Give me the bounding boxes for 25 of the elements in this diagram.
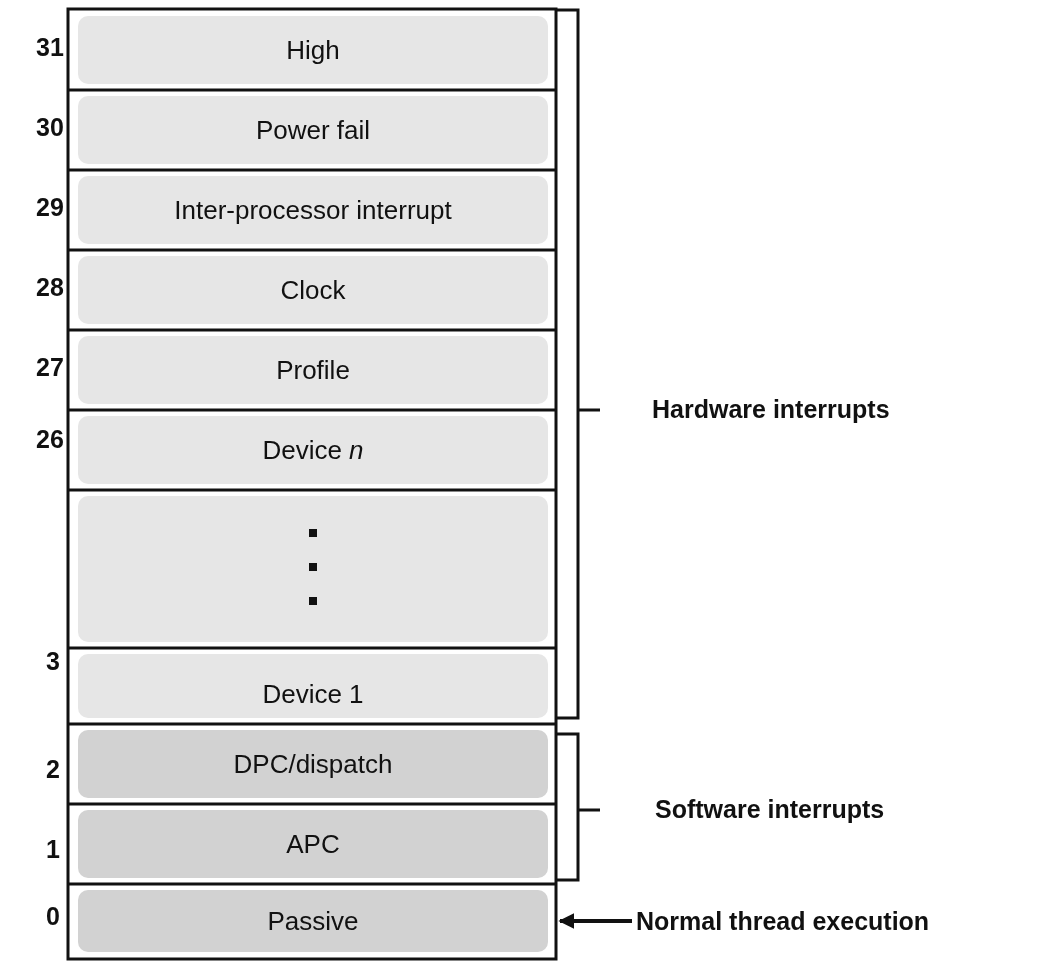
- level-number: 26: [36, 427, 64, 452]
- level-number: 28: [36, 275, 64, 300]
- level-box: Profile: [78, 336, 548, 404]
- level-number: 31: [36, 35, 64, 60]
- level-number: 1: [46, 837, 60, 862]
- group-label: Software interrupts: [655, 797, 885, 822]
- level-box: APC: [78, 810, 548, 878]
- level-number: 30: [36, 115, 64, 140]
- level-number: 3: [46, 649, 60, 674]
- level-number: 0: [46, 904, 60, 929]
- annotation-text: Normal thread execution: [636, 903, 1046, 939]
- level-box: Device 1: [78, 654, 548, 718]
- level-box: Inter-processor interrupt: [78, 176, 548, 244]
- level-box: Clock: [78, 256, 548, 324]
- level-box: Power fail: [78, 96, 548, 164]
- level-number: 2: [46, 757, 60, 782]
- level-box: [78, 496, 548, 642]
- group-label: Hardware interrupts: [652, 397, 890, 422]
- level-box: Passive: [78, 890, 548, 952]
- level-box: DPC/dispatch: [78, 730, 548, 798]
- arrow: [558, 913, 632, 929]
- level-box: High: [78, 16, 548, 84]
- level-box: Device n: [78, 416, 548, 484]
- level-number: 29: [36, 195, 64, 220]
- level-number: 27: [36, 355, 64, 380]
